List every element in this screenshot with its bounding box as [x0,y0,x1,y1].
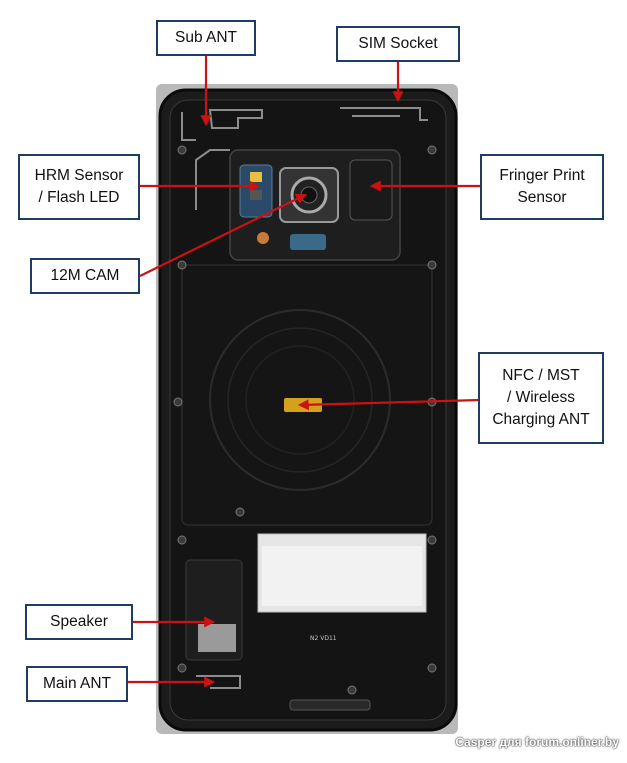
flex-connector [290,234,326,250]
callout-fingerprint-sensor: Fringer Print Sensor [480,154,604,220]
callout-nfc-mst: NFC / MST / Wireless Charging ANT [478,352,604,444]
callout-12m-cam: 12M CAM [30,258,140,294]
nfc-plate [182,265,432,525]
callout-speaker: Speaker [25,604,133,640]
board-label-bottom: N2 VD11 [310,635,337,642]
callout-main-ant: Main ANT [26,666,128,702]
watermark-text: Casper для forum.onliner.by [455,735,619,749]
callout-hrm-sensor: HRM Sensor / Flash LED [18,154,140,220]
callout-sim-socket: SIM Socket [336,26,460,62]
fingerprint-area [350,160,392,220]
usb-port [290,700,370,710]
callout-sub-ant: Sub ANT [156,20,256,56]
